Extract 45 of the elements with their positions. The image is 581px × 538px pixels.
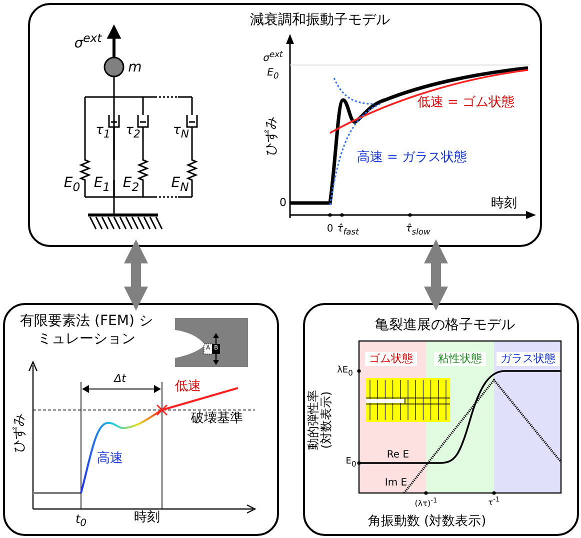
interval-label: Δt (114, 372, 126, 386)
model-panel (28, 3, 542, 247)
axis-label: ひずみ (264, 116, 280, 156)
tick-label: E$_{0}$ (346, 457, 356, 469)
double-arrow (424, 239, 448, 311)
tick-label: t$_{0}$ (75, 512, 87, 530)
region-label: ガラス状態 (496, 352, 560, 366)
math-symbol: τ$_{1}$ (96, 124, 110, 140)
tick-label: 0 (326, 224, 334, 234)
axis-label: 角振動数 (対数表示) (368, 514, 486, 530)
panel-title: 有限要素法 (FEM) シミュレーション (19, 313, 154, 348)
tick-label: τ̂$_{fast}$ (337, 223, 359, 237)
axis-label: 時刻 (134, 510, 160, 526)
panel-title: 亀裂進展の格子モデル (374, 317, 516, 334)
curve-label: Im E (384, 478, 408, 488)
region-label: 粘性状態 (434, 352, 486, 366)
tick-label: τ̂$_{slow}$ (406, 223, 430, 237)
math-symbol: E$_{0}$ (64, 176, 80, 194)
math-symbol: σ$^{ext}$ (263, 50, 283, 64)
model-panel (3, 303, 279, 536)
math-symbol: E$_{N}$ (171, 176, 189, 194)
double-arrow (124, 239, 148, 311)
region-label: ゴム状態 (365, 352, 417, 366)
math-symbol: τ$_{N}$ (173, 124, 189, 140)
curve-label: 高速 = ガラス状態 (356, 150, 468, 166)
curve-label: 高速 (97, 452, 123, 466)
panel-title: 減衰調和振動子モデル (249, 12, 391, 30)
math-symbol: σ$^{ext}$ (74, 32, 102, 52)
math-symbol: τ$_{2}$ (126, 124, 140, 140)
math-symbol: E$_{2}$ (122, 176, 140, 194)
curve-label: 低速 = ゴム状態 (417, 96, 515, 110)
axis-label: 動的弾性率 (対数表示) (306, 389, 334, 452)
axis-label: 時刻 (491, 196, 517, 212)
curve-label: Re E (386, 450, 410, 460)
curve-label: 低速 (175, 380, 201, 394)
math-symbol: E$_{0}$ (267, 67, 279, 81)
tick-label: λE$_{0}$ (337, 366, 353, 378)
axis-label: ひずみ (12, 414, 28, 452)
math-symbol: m (128, 60, 142, 76)
tick-label: τ$^{-1}$ (488, 496, 500, 508)
model-panel (303, 303, 579, 536)
math-symbol: E$_{1}$ (94, 176, 110, 194)
tick-label: 0 (280, 196, 286, 210)
threshold-label: 破壊基準 (191, 412, 243, 426)
tick-label: (λτ)$^{-1}$ (414, 497, 438, 509)
